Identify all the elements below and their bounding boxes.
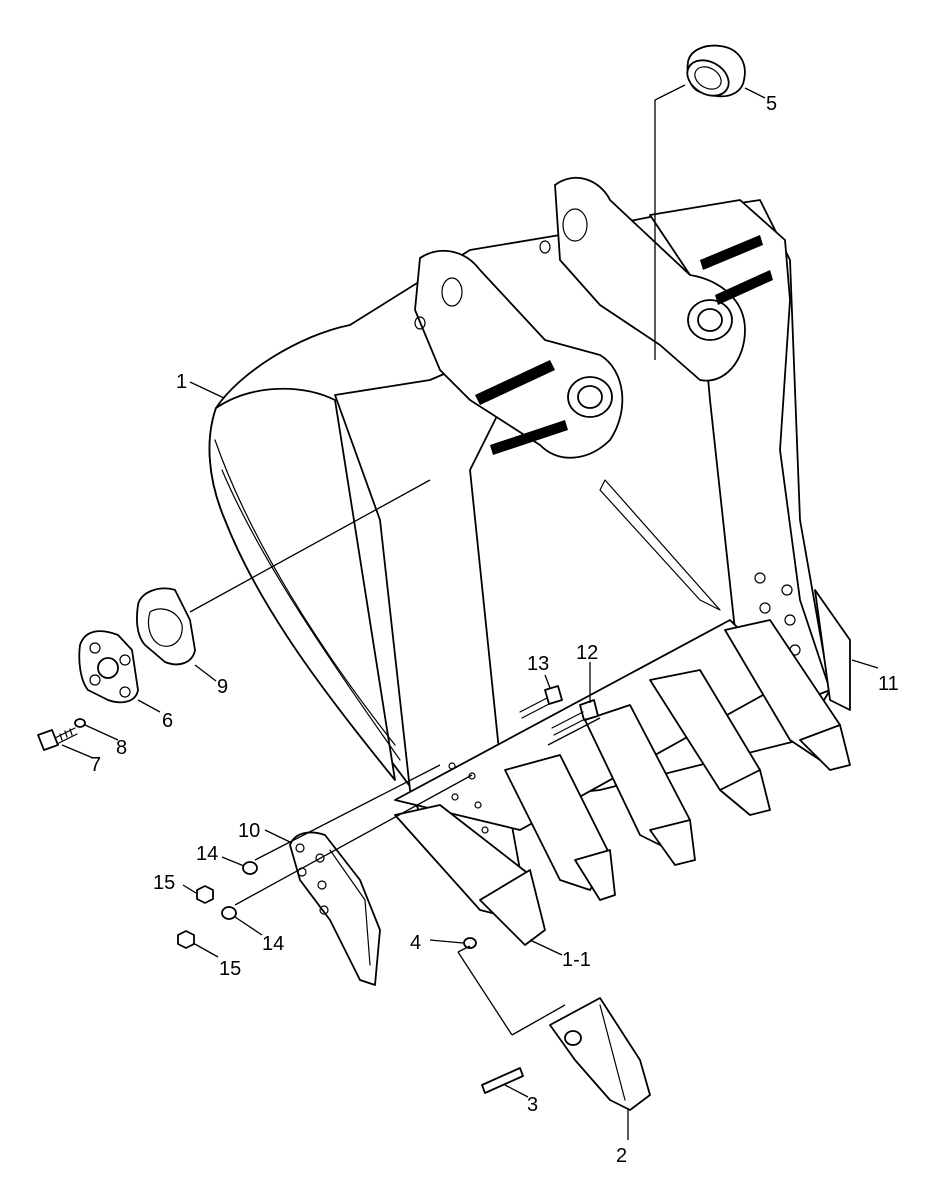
bushing-part-5 <box>686 44 746 98</box>
tooth-point-part-2 <box>549 997 651 1111</box>
bolt-part-7 <box>37 727 78 751</box>
callout-6: 6 <box>162 710 173 732</box>
callout-7: 7 <box>90 754 101 776</box>
callout-10: 10 <box>238 820 260 842</box>
callout-11: 11 <box>878 673 899 695</box>
callout-14-upper: 14 <box>196 843 218 865</box>
callout-12: 12 <box>576 642 598 664</box>
nut-part-15-upper <box>196 885 214 904</box>
washer-part-8 <box>74 718 86 728</box>
callout-1-1: 1-1 <box>562 949 591 971</box>
callout-labels: 1 1-1 2 3 4 5 6 7 8 9 10 11 12 13 14 14 … <box>90 93 899 1167</box>
callout-15-upper: 15 <box>153 872 175 894</box>
side-plate-part-6 <box>78 630 139 704</box>
callout-4: 4 <box>410 932 421 954</box>
callout-15-lower: 15 <box>219 958 241 980</box>
side-cutter-part-10 <box>289 831 381 986</box>
bolt-part-12 <box>551 699 599 736</box>
teeth-row <box>394 619 851 946</box>
callout-2: 2 <box>616 1145 627 1167</box>
shim-plate-part-9 <box>136 587 196 666</box>
bucket-body <box>208 176 851 881</box>
callout-5: 5 <box>766 93 777 115</box>
lock-part-4 <box>463 937 477 949</box>
leader-lines <box>189 84 686 1036</box>
washer-part-14-lower <box>221 906 237 920</box>
callout-1: 1 <box>176 371 187 393</box>
bolt-part-13 <box>519 685 563 719</box>
callout-leaders <box>61 87 879 1140</box>
callout-13: 13 <box>527 653 549 675</box>
callout-8: 8 <box>116 737 127 759</box>
pin-part-3 <box>481 1067 524 1094</box>
callout-9: 9 <box>217 676 228 698</box>
nut-part-15-lower <box>177 930 195 949</box>
callout-3: 3 <box>527 1094 538 1116</box>
washer-part-14-upper <box>242 861 258 875</box>
callout-14-lower: 14 <box>262 933 284 955</box>
